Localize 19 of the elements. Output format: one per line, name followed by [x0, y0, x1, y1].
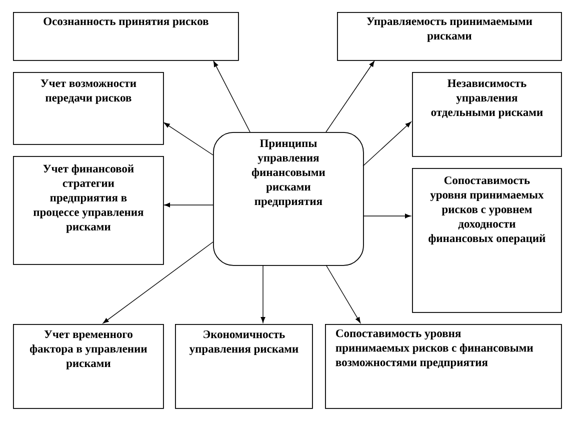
rounded-box: Принципы управления финансовыми рисками предприятия	[213, 132, 364, 266]
text-box: Экономичность управления рисками	[175, 324, 313, 409]
text-box: Независимость управления отдельными рисками	[412, 72, 562, 157]
text-box: Сопоставимость уровня принимаемых рисков с уровнем доходности финансовых операций	[412, 168, 562, 313]
text-box: Осознанность принятия рисков	[13, 12, 239, 61]
arrow	[326, 264, 361, 324]
arrow	[260, 264, 266, 323]
text-box: Учет временного фактора в управлении рисками	[13, 324, 164, 409]
text-box: Учет финансовой стратегии предприятия в процессе управления рисками	[13, 156, 164, 265]
text-box: Управляемость принимаемыми рисками	[337, 12, 562, 61]
arrow	[362, 122, 412, 166]
arrow	[326, 60, 374, 132]
arrow	[164, 122, 214, 156]
arrow	[362, 214, 411, 218]
arrow	[164, 202, 214, 208]
arrow	[102, 242, 214, 324]
text-box: Сопоставимость уровня принимаемых рисков с финансовыми возможностями предприятия	[325, 324, 562, 409]
text-box: Учет возможности передачи рисков	[13, 72, 164, 145]
arrow	[213, 61, 250, 132]
